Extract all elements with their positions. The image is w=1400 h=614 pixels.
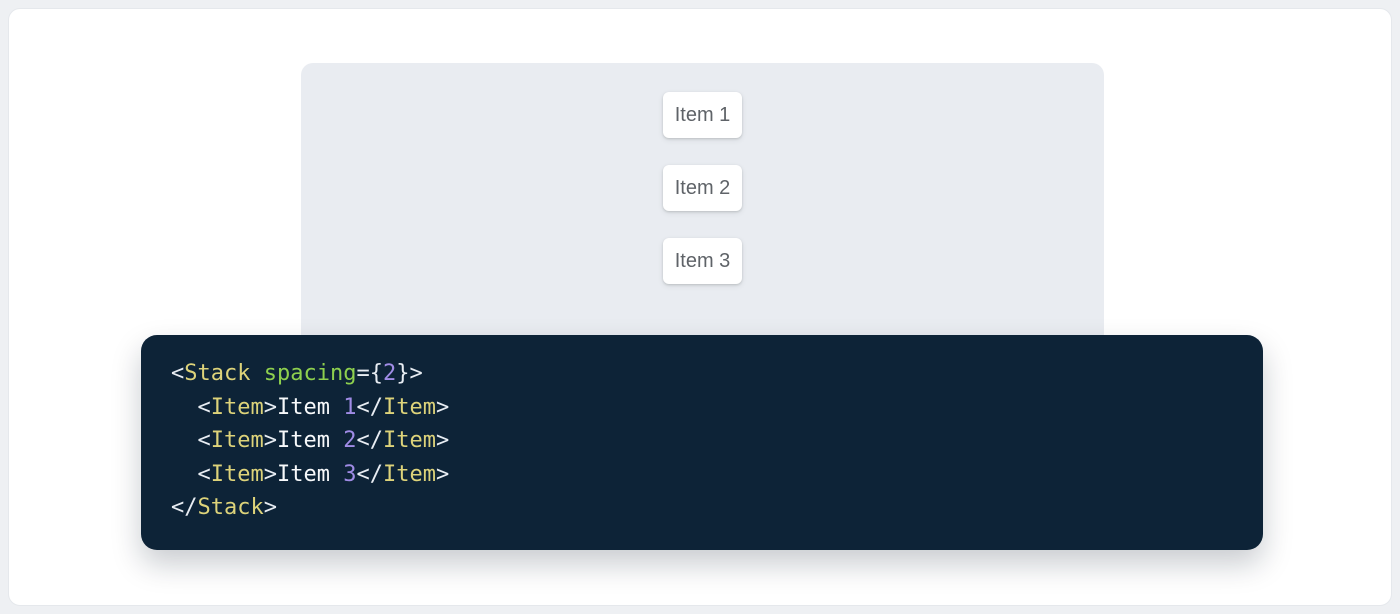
stack-item-card: Item 1 xyxy=(662,92,743,138)
code-token: 1 xyxy=(343,394,357,420)
code-line: <Item>Item 2</Item> xyxy=(171,424,1239,458)
code-token: Item xyxy=(276,428,344,454)
code-line: <Stack spacing={2}> xyxy=(171,357,1239,391)
code-token: 2 xyxy=(382,361,397,386)
code-token: </ xyxy=(356,428,383,454)
code-line: </Stack> xyxy=(171,491,1239,525)
code-token xyxy=(250,361,263,386)
code-token: Item xyxy=(276,461,344,487)
code-token: </ xyxy=(356,461,383,487)
stack-item-card: Item 3 xyxy=(662,238,743,284)
code-token: 3 xyxy=(343,461,357,487)
code-token: > xyxy=(409,361,423,386)
code-token: } xyxy=(396,361,410,386)
code-token: > xyxy=(263,428,277,454)
code-token: Item xyxy=(210,428,264,454)
code-token: Stack xyxy=(197,495,264,521)
code-content: <Stack spacing={2}> <Item>Item 1</Item> … xyxy=(171,357,1239,525)
code-token: > xyxy=(435,428,450,454)
code-token: 2 xyxy=(343,428,357,454)
code-token: </ xyxy=(356,394,383,420)
code-token: { xyxy=(369,361,383,386)
code-token xyxy=(171,462,198,487)
code-line: <Item>Item 3</Item> xyxy=(171,458,1239,492)
code-token: Item xyxy=(382,394,436,420)
code-token: Item xyxy=(276,394,344,420)
code-token: < xyxy=(197,428,211,454)
code-token: < xyxy=(171,361,185,386)
code-line: <Item>Item 1</Item> xyxy=(171,391,1239,425)
code-token: Stack xyxy=(184,361,251,386)
code-token: Item xyxy=(382,461,436,487)
code-block: <Stack spacing={2}> <Item>Item 1</Item> … xyxy=(141,335,1263,550)
code-token: </ xyxy=(171,495,198,521)
code-token: Item xyxy=(210,394,264,420)
stack-demo: Item 1 Item 2 Item 3 xyxy=(301,63,1104,284)
code-token: > xyxy=(435,394,450,420)
page-container: Item 1 Item 2 Item 3 <Stack spacing={2}>… xyxy=(8,8,1392,606)
code-token: < xyxy=(197,394,211,420)
code-token: > xyxy=(435,461,450,487)
code-token: = xyxy=(356,361,370,386)
code-token: < xyxy=(197,461,211,487)
code-token xyxy=(171,428,198,453)
code-token: Item xyxy=(382,428,436,454)
code-token: spacing xyxy=(263,361,357,386)
code-token xyxy=(171,395,198,420)
code-token: Item xyxy=(210,461,264,487)
code-token: > xyxy=(263,495,277,521)
stack-item-card: Item 2 xyxy=(662,165,743,211)
code-token: > xyxy=(263,461,277,487)
code-token: > xyxy=(263,394,277,420)
